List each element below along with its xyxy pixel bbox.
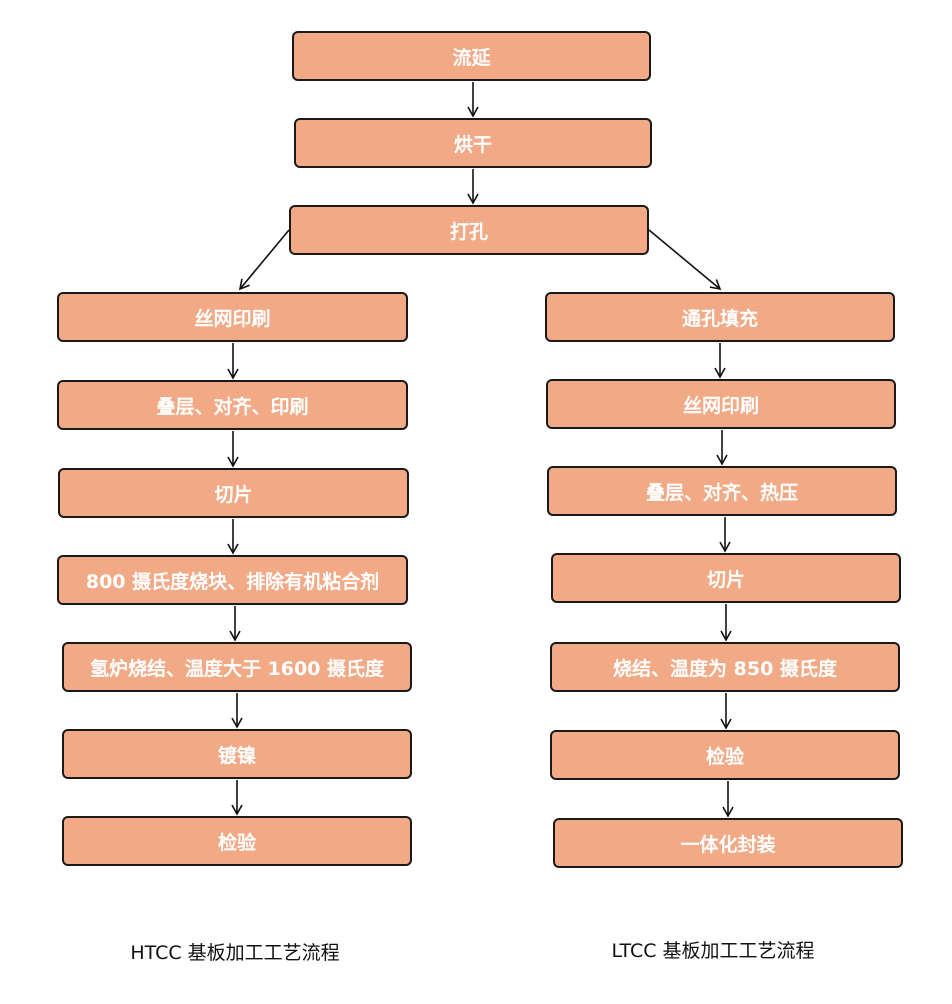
arrow-punching-to-ltcc (648, 229, 722, 291)
step-drying: 烘干 (294, 118, 652, 168)
step-punching: 打孔 (289, 205, 649, 255)
ltcc-caption: LTCC 基板加工工艺流程 (611, 940, 815, 962)
htcc-step-hydrogen-sintering: 氢炉烧结、温度大于 1600 摄氏度 (62, 642, 412, 692)
arrow-punching-to-htcc (238, 229, 290, 291)
ltcc-step-cutting: 切片 (551, 553, 901, 603)
htcc-step-cutting: 切片 (58, 468, 409, 518)
htcc-step-inspection: 检验 (62, 816, 412, 866)
ltcc-step-lamination-alignment-pressing: 叠层、对齐、热压 (547, 466, 897, 516)
ltcc-step-sintering: 烧结、温度为 850 摄氏度 (550, 642, 900, 692)
ltcc-step-integrated-packaging: 一体化封装 (553, 818, 903, 868)
step-casting: 流延 (292, 31, 651, 81)
ltcc-step-inspection: 检验 (550, 730, 900, 780)
htcc-step-binder-burnout: 800 摄氏度烧块、排除有机粘合剂 (57, 555, 408, 605)
htcc-step-screen-printing: 丝网印刷 (57, 292, 408, 342)
ltcc-step-via-filling: 通孔填充 (545, 292, 895, 342)
ltcc-step-screen-printing: 丝网印刷 (546, 379, 896, 429)
htcc-step-lamination-alignment-printing: 叠层、对齐、印刷 (57, 380, 408, 430)
htcc-caption: HTCC 基板加工工艺流程 (130, 942, 340, 964)
htcc-step-nickel-plating: 镀镍 (62, 729, 412, 779)
